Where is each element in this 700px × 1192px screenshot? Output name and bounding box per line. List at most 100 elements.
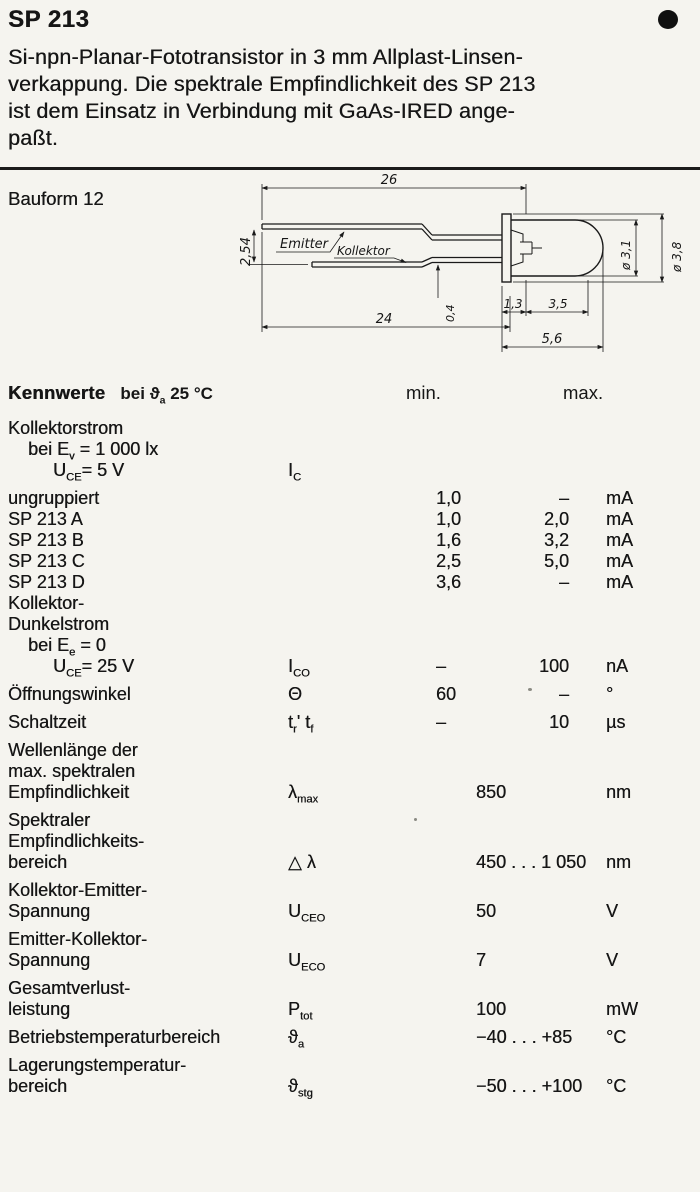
row-parameter: Gesamtverlust- leistung (8, 978, 131, 1019)
row-value: 450 . . . 1 050 (476, 852, 587, 872)
row-value: 100 (476, 999, 507, 1019)
dim-3-5-label: 3,5 (548, 297, 567, 311)
row-symbol: λmax (288, 782, 319, 806)
row-parameter: SP 213 C (8, 551, 85, 571)
table-row: SP 213 C 2,5 5,0 mA (8, 551, 690, 572)
row-min: – (436, 712, 447, 732)
row-unit: nm (606, 852, 632, 872)
row-symbol: ϑstg (288, 1076, 313, 1100)
row-symbol: UCEO (288, 901, 326, 925)
row-min: 60 (436, 684, 457, 704)
row-unit: nA (606, 656, 629, 676)
row-parameter: Spektraler Empfindlichkeits- bereich (8, 810, 145, 872)
kennwerte-heading: Kennwerte bei ϑa 25 °C (8, 382, 406, 406)
row-unit: nm (606, 782, 632, 802)
table-row: SP 213 B 1,6 3,2 mA (8, 530, 690, 551)
divider-rule (0, 167, 700, 170)
row-unit: mA (606, 530, 633, 550)
title-bar: SP 213 (8, 6, 690, 38)
row-unit: mA (606, 572, 633, 592)
row-parameter: Kollektor- Dunkelstrom bei Ee = 0 UCE= 2… (8, 593, 135, 680)
table-header: Kennwerte bei ϑa 25 °C min. max. (8, 382, 690, 406)
row-unit: µs (606, 712, 626, 732)
row-min: 1,6 (436, 530, 462, 550)
row-max: 3,2 (543, 530, 569, 550)
kennwerte-rows: Kollektorstrom bei Ev = 1 000 lx UCE= 5 … (8, 418, 690, 1100)
row-max: 5,0 (543, 551, 569, 571)
row-symbol: Ptot (288, 999, 313, 1023)
table-row: Betriebstemperaturbereich ϑa −40 . . . +85… (8, 1027, 690, 1051)
row-min: 1,0 (436, 488, 462, 508)
dia-3-8-label: ø 3,8 (670, 241, 684, 273)
kennwerte-label: Kennwerte (8, 382, 106, 403)
bauform-section: Bauform 12 (8, 172, 690, 372)
row-symbol: ϑa (288, 1027, 305, 1051)
scan-speck (528, 688, 532, 691)
table-row: Kollektorstrom bei Ev = 1 000 lx UCE= 5 … (8, 418, 690, 484)
row-value: −50 . . . +100 (476, 1076, 583, 1096)
row-parameter: Schaltzeit (8, 712, 87, 732)
dim-26-label: 26 (381, 174, 398, 188)
table-row: SP 213 D 3,6 – mA (8, 572, 690, 593)
row-max: – (558, 684, 569, 704)
row-parameter: SP 213 D (8, 572, 85, 592)
emitter-label: Emitter (280, 237, 330, 252)
row-parameter: Kollektorstrom bei Ev = 1 000 lx UCE= 5 … (8, 418, 159, 484)
row-symbol: IC (288, 460, 302, 484)
row-value: 50 (476, 901, 497, 921)
row-parameter: Betriebstemperaturbereich (8, 1027, 221, 1047)
row-value: 7 (476, 950, 487, 970)
dia-3-1-label: ø 3,1 (619, 240, 633, 271)
bauform-drawing: 26 2,54 Emitter Kollektor 0,4 24 1,3 3,5… (239, 174, 684, 352)
corner-dot-icon (658, 10, 678, 29)
row-max: 100 (538, 656, 569, 676)
min-column-header: min. (406, 382, 441, 403)
table-row: Spektraler Empfindlichkeits- bereich △ λ 4… (8, 810, 690, 873)
row-max: 2,0 (543, 509, 569, 529)
row-min: 1,0 (436, 509, 462, 529)
row-parameter: Kollektor-Emitter- Spannung (8, 880, 148, 921)
bauform-label: Bauform 12 (8, 188, 104, 209)
row-parameter: Lagerungstemperatur- bereich (8, 1055, 187, 1096)
dimension-lines (248, 184, 665, 352)
dim-0-4-label: 0,4 (444, 305, 457, 323)
kollektor-label: Kollektor (337, 244, 391, 258)
row-symbol: ICO (288, 656, 310, 680)
row-min: 3,6 (436, 572, 462, 592)
row-value: 850 (476, 782, 507, 802)
row-parameter: Öffnungswinkel (8, 684, 131, 704)
scan-speck (414, 818, 417, 821)
row-symbol: tr' tf (288, 712, 314, 736)
dim-24-label: 24 (376, 312, 393, 327)
row-min: 2,5 (436, 551, 462, 571)
row-unit: mA (606, 509, 633, 529)
row-parameter: SP 213 B (8, 530, 84, 550)
max-column-header: max. (563, 382, 604, 403)
row-unit: °C (606, 1076, 627, 1096)
row-parameter: Emitter-Kollektor- Spannung (8, 929, 148, 970)
row-unit: V (606, 950, 619, 970)
row-unit: mW (606, 999, 638, 1019)
dim-2-54-label: 2,54 (239, 237, 254, 266)
dimension-labels: 26 2,54 Emitter Kollektor 0,4 24 1,3 3,5… (239, 174, 684, 347)
row-symbol: △ λ (288, 852, 316, 872)
intro-paragraph: Si-npn-Planar-Fototransistor in 3 mm All… (8, 45, 536, 150)
row-symbol: Θ (288, 684, 303, 704)
row-unit: mA (606, 488, 633, 508)
row-unit: °C (606, 1027, 627, 1047)
row-value: −40 . . . +85 (476, 1027, 573, 1047)
row-symbol: UECO (288, 950, 326, 974)
row-max: – (558, 488, 569, 508)
row-unit: V (606, 901, 619, 921)
page-title: SP 213 (8, 6, 90, 33)
table-row: Lagerungstemperatur- bereich ϑstg −50 . . … (8, 1055, 690, 1100)
row-unit: mA (606, 551, 633, 571)
dim-1-3-label: 1,3 (503, 297, 522, 311)
row-max: – (558, 572, 569, 592)
